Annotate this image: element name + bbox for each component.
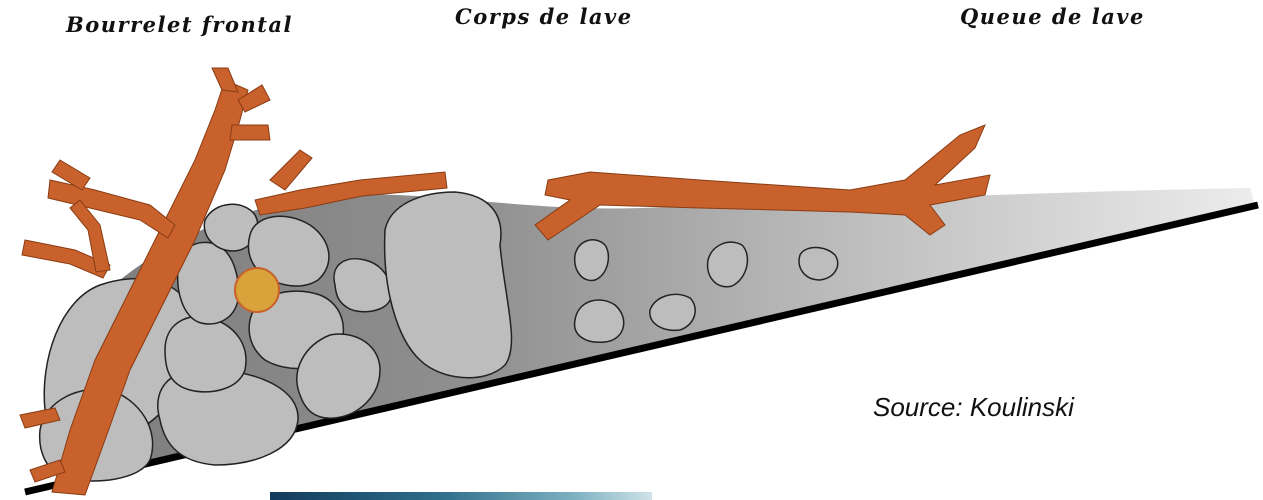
branch bbox=[212, 68, 238, 92]
boulder bbox=[575, 240, 609, 281]
branch bbox=[230, 125, 270, 140]
highlighted-boulder bbox=[235, 268, 279, 312]
boulder bbox=[650, 294, 695, 330]
branch bbox=[270, 150, 312, 190]
label-front-bulge: Bourrelet frontal bbox=[66, 12, 293, 37]
label-lava-body: Corps de lave bbox=[455, 4, 633, 29]
label-lava-tail: Queue de lave bbox=[960, 4, 1145, 29]
source-caption: Source: Koulinski bbox=[873, 392, 1074, 423]
branch bbox=[48, 180, 175, 238]
photo-preview-strip bbox=[270, 492, 652, 500]
boulder bbox=[575, 300, 624, 342]
boulder bbox=[799, 248, 838, 281]
